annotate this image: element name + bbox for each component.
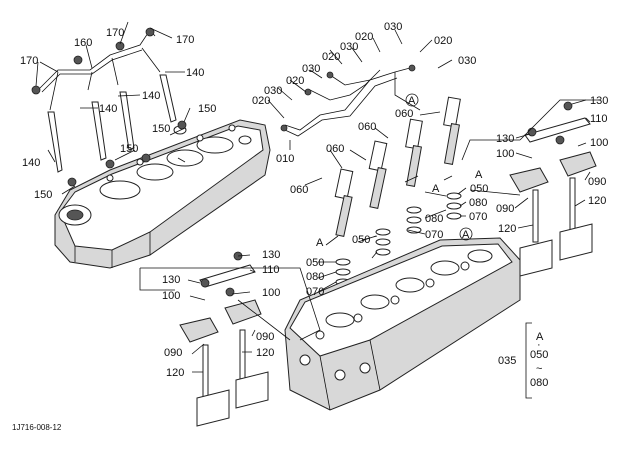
callout-010: 010 [276,153,294,165]
callout-060: 060 [358,121,376,133]
injection-pipes [280,64,421,137]
marker-A: A [316,237,324,249]
callout-020: 020 [286,75,304,87]
callout-110: 110 [262,264,280,276]
marker-A: A [408,95,416,107]
head-cover [54,119,271,269]
rocker-assembly-right [509,101,597,277]
rocker-assembly-left [179,251,269,427]
callout-030: 030 [458,55,476,67]
callout-120: 120 [498,223,516,235]
callout-100: 100 [262,287,280,299]
callout-130: 130 [496,133,514,145]
legend-mid: 050 [530,349,548,361]
callout-080: 080 [425,213,443,225]
callout-030: 030 [264,85,282,97]
callout-150: 150 [34,189,52,201]
marker-A: A [432,183,440,195]
legend-bracket [525,322,532,399]
callout-150: 150 [198,103,216,115]
legend-top: A [536,331,544,343]
legend-bottom: 080 [530,377,548,389]
callout-060: 060 [395,108,413,120]
callout-020: 020 [355,31,373,43]
callout-080: 080 [306,271,324,283]
leader-lines [35,21,591,373]
callout-070: 070 [469,211,487,223]
circled-markers [405,93,473,241]
callout-170: 170 [20,55,38,67]
callout-140: 140 [99,103,117,115]
callout-110: 110 [590,113,608,125]
callout-030: 030 [302,63,320,75]
callout-100: 100 [162,290,180,302]
callout-020: 020 [322,51,340,63]
diagram-code: 1J716-008-12 [12,423,62,432]
callout-140: 140 [142,90,160,102]
callout-100: 100 [590,137,608,149]
marker-A: A [475,169,483,181]
callout-170: 170 [106,27,124,39]
callout-070: 070 [425,229,443,241]
callout-120: 120 [588,195,606,207]
boundary-lines [139,99,600,341]
callout-130-left: 130 [162,274,180,286]
callout-090: 090 [164,347,182,359]
callout-100: 100 [496,148,514,160]
callout-030: 030 [384,21,402,33]
callout-050: 050 [306,257,324,269]
callout-170: 170 [176,34,194,46]
callout-150: 150 [152,123,170,135]
callout-020: 020 [252,95,270,107]
legend-ref: 035 [498,355,516,367]
injectors [334,96,461,237]
callout-150: 150 [120,143,138,155]
callout-140: 140 [22,157,40,169]
callout-050: 050 [352,234,370,246]
glow-plug-lead [31,27,161,111]
legend-dot: · [537,339,541,351]
legend-tilde: ~ [536,363,542,375]
callout-120: 120 [166,367,184,379]
callout-090: 090 [496,203,514,215]
callout-130: 130 [262,249,280,261]
callout-090: 090 [256,331,274,343]
callout-060: 060 [290,184,308,196]
callout-050: 050 [470,183,488,195]
callout-020: 020 [434,35,452,47]
callout-130: 130 [590,95,608,107]
callout-030: 030 [340,41,358,53]
marker-A: A [462,229,470,241]
cylinder-head [284,237,521,411]
callout-080: 080 [469,197,487,209]
callout-070: 070 [306,286,324,298]
callout-140: 140 [186,67,204,79]
callout-090: 090 [588,176,606,188]
callout-060: 060 [326,143,344,155]
callout-120: 120 [256,347,274,359]
callout-160: 160 [74,37,92,49]
